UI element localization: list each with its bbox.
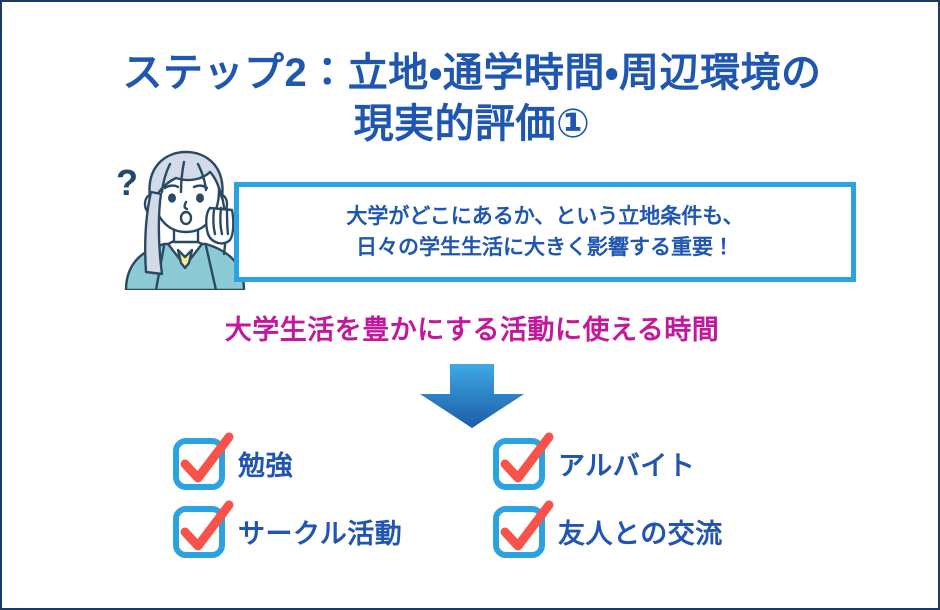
- checkbox-checked-icon[interactable]: [172, 432, 234, 490]
- svg-text:?: ?: [116, 162, 138, 203]
- checkbox-checked-icon[interactable]: [172, 500, 234, 558]
- down-arrow-icon: [420, 364, 524, 428]
- callout-box: [234, 182, 856, 282]
- page-title: ステップ2：立地・通学時間・周辺環境の 現実的評価①: [122, 51, 822, 147]
- checklist-item[interactable]: 友人との交流: [492, 500, 812, 562]
- checklist-item-label: 友人との交流: [558, 518, 723, 549]
- checklist-item[interactable]: 勉強: [172, 432, 492, 494]
- checklist-item-label: アルバイト: [558, 450, 696, 481]
- checklist-item[interactable]: アルバイト: [492, 432, 812, 494]
- checklist-item-label: サークル活動: [238, 518, 403, 549]
- checkbox-checked-icon[interactable]: [492, 432, 554, 490]
- checklist-item[interactable]: サークル活動: [172, 500, 492, 562]
- checklist-item-label: 勉強: [238, 450, 293, 481]
- thinking-student-illustration: ?: [106, 150, 266, 290]
- subheading: 大学生活を豊かにする活動に使える時間: [224, 315, 720, 345]
- checklist: 勉強 アルバイト サークル活動: [172, 432, 892, 562]
- callout-text: 大学がどこにあるか、という立地条件も、 日々の学生生活に大きく影響する重要！: [346, 204, 744, 260]
- checkbox-checked-icon[interactable]: [492, 500, 554, 558]
- question-mark-icon: ?: [116, 162, 138, 203]
